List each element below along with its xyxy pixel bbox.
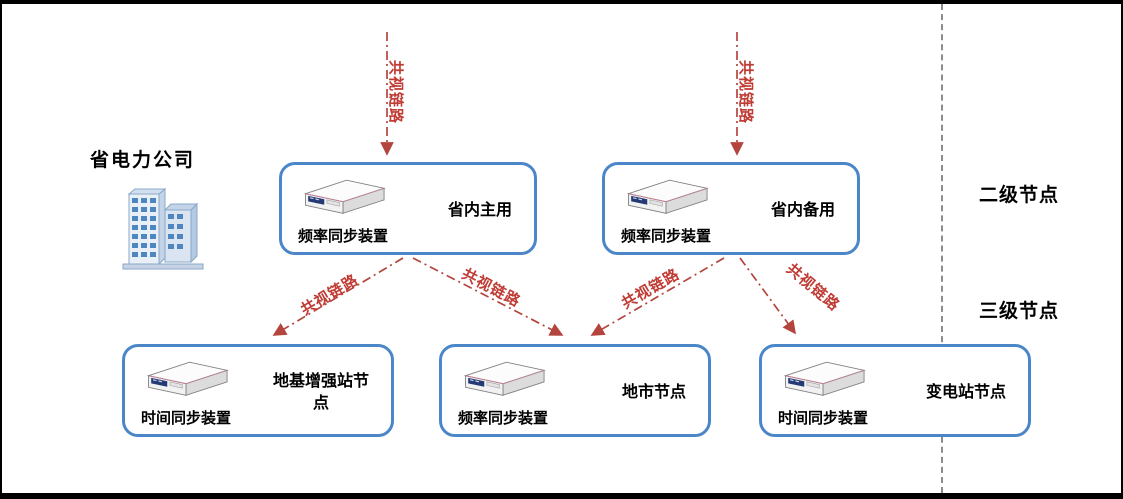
link-label: 共视链路	[387, 60, 405, 124]
role-label: 地基增强站节点	[273, 370, 370, 412]
link-line-backup-to-substation	[739, 257, 797, 335]
node-box-gbas: 时间同步装置 地基增强站节点	[122, 344, 394, 437]
device-label: 频率同步装置	[620, 226, 711, 245]
link-line-primary-to-city	[412, 257, 564, 336]
level2-label: 二级节点	[979, 184, 1060, 206]
device-label: 频率同步装置	[457, 408, 548, 427]
role-label: 变电站节点	[925, 381, 1006, 401]
link-label: 共视链路	[618, 265, 682, 313]
role-label: 省内主用	[447, 199, 512, 219]
node-box-provincial-primary: 频率同步装置 省内主用	[279, 162, 537, 255]
sync-device-icon	[139, 356, 233, 406]
sync-device-icon	[619, 174, 713, 224]
node-box-city: 频率同步装置 地市节点	[439, 344, 711, 437]
office-building-icon	[118, 188, 210, 272]
device-label: 时间同步装置	[140, 408, 231, 427]
node-box-substation: 时间同步装置 变电站节点	[759, 344, 1031, 437]
level3-label: 三级节点	[979, 300, 1060, 322]
device-city: 频率同步装置	[456, 356, 550, 428]
link-line-primary-to-gbas	[272, 257, 404, 336]
link-line-backup-to-city	[590, 257, 725, 336]
role-label: 地市节点	[621, 381, 686, 401]
sync-device-icon	[776, 356, 870, 406]
device-label: 时间同步装置	[777, 408, 868, 427]
link-label: 共视链路	[783, 260, 844, 315]
device-provincial-backup: 频率同步装置	[619, 174, 713, 246]
device-substation: 时间同步装置	[776, 356, 870, 428]
role-label: 省内备用	[770, 199, 835, 219]
node-box-provincial-backup: 频率同步装置 省内备用	[602, 162, 860, 255]
link-label: 共视链路	[297, 271, 361, 319]
device-gbas: 时间同步装置	[139, 356, 233, 428]
device-provincial-primary: 频率同步装置	[296, 174, 390, 246]
sync-device-icon	[296, 174, 390, 224]
device-label: 频率同步装置	[297, 226, 388, 245]
sync-device-icon	[456, 356, 550, 406]
company-label: 省电力公司	[90, 149, 196, 171]
link-label: 共视链路	[459, 265, 524, 311]
level-separator-line	[941, 4, 943, 493]
link-label: 共视链路	[737, 60, 755, 124]
